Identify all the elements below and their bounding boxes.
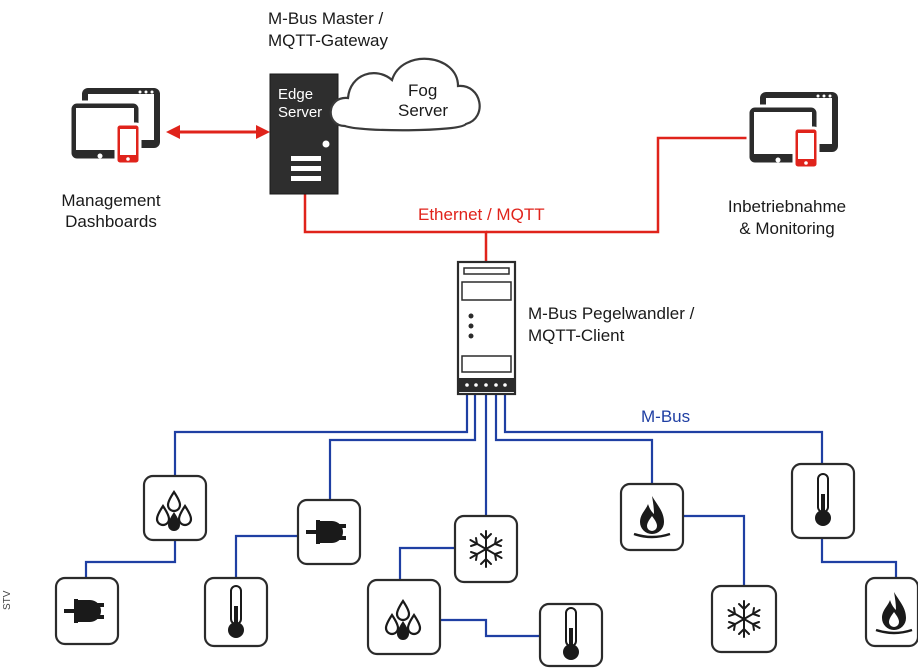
dashboard-device-icon bbox=[68, 86, 162, 166]
fog-server-label-line2: Server bbox=[398, 101, 449, 120]
mbus-line-11 bbox=[820, 538, 898, 578]
server-led-icon bbox=[322, 140, 330, 148]
fog-server-label-line1: Fog bbox=[408, 81, 438, 100]
mbus-line-2 bbox=[328, 392, 477, 500]
dashboard-link-arrow bbox=[166, 125, 270, 139]
gateway-title-line1: M-Bus Master / bbox=[268, 9, 384, 28]
sensor-tile-7 bbox=[366, 578, 442, 656]
monitoring-label-line1: Inbetriebnahme bbox=[727, 197, 847, 216]
watermark: STV bbox=[2, 590, 13, 610]
monitoring-device-icon bbox=[746, 90, 840, 170]
edge-server bbox=[269, 73, 339, 195]
fog-cloud-icon bbox=[329, 57, 481, 132]
edge-server-label-line1: Edge bbox=[278, 86, 314, 103]
mbus-line-9 bbox=[440, 618, 540, 638]
ethernet-line-edge bbox=[303, 192, 488, 262]
mbus-line-4 bbox=[494, 392, 654, 484]
edge-server-label-line2: Server bbox=[278, 104, 323, 121]
gateway-title-line2: MQTT-Gateway bbox=[268, 31, 388, 50]
dashboards-label-line1: Management bbox=[61, 191, 161, 210]
mbus-line-6 bbox=[84, 540, 177, 578]
dashboards-label-line2: Dashboards bbox=[65, 212, 157, 231]
ethernet-mqtt-label: Ethernet / MQTT bbox=[418, 205, 545, 224]
mbus-label: M-Bus bbox=[641, 407, 691, 426]
ethernet-line-monitoring bbox=[486, 136, 760, 234]
mbus-line-1 bbox=[173, 392, 469, 476]
monitoring-label-line2: & Monitoring bbox=[739, 219, 835, 238]
mbus-line-5 bbox=[503, 392, 824, 464]
mbus-line-10 bbox=[683, 514, 746, 586]
converter-label-line2: MQTT-Client bbox=[528, 326, 625, 345]
converter-label-line1: M-Bus Pegelwandler / bbox=[528, 304, 695, 323]
ethernet-lines bbox=[303, 136, 760, 262]
level-converter-module bbox=[456, 260, 517, 396]
mbus-lines bbox=[84, 392, 898, 638]
mbus-line-8 bbox=[398, 546, 458, 580]
